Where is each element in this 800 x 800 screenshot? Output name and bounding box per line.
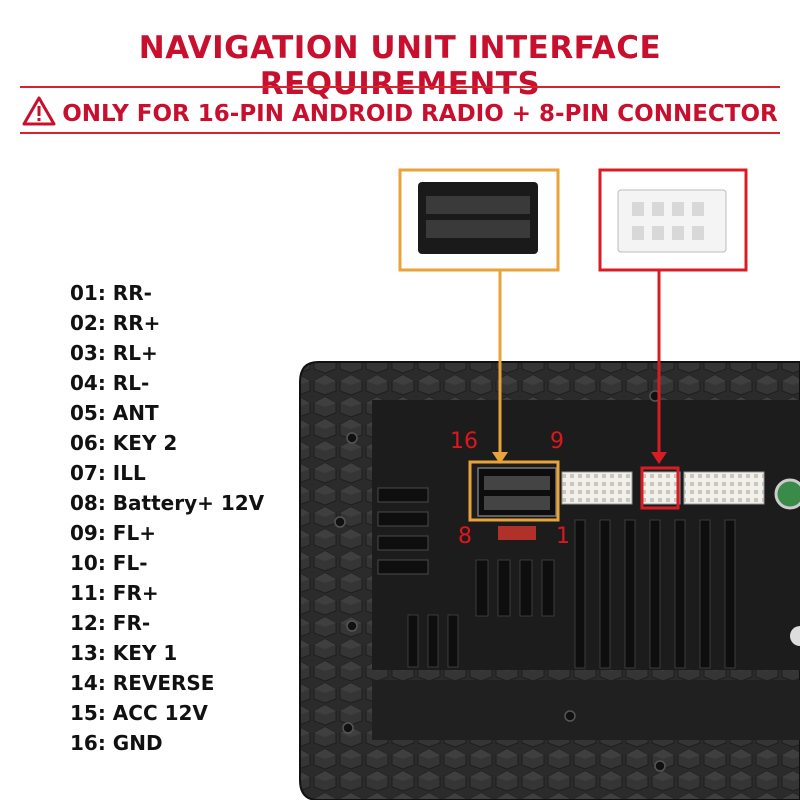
green-port: [774, 478, 800, 510]
pin-item: 08: Battery+ 12V: [70, 491, 265, 515]
pin-item: 01: RR-: [70, 281, 152, 305]
callout-16pin: [398, 168, 560, 522]
pin-item: 04: RL-: [70, 371, 150, 395]
pin-item: 07: ILL: [70, 461, 146, 485]
connector-label-8: 8: [458, 524, 472, 549]
connector-label-1: 1: [556, 524, 570, 549]
white-socket-row: [561, 471, 765, 505]
screw-holes: [334, 390, 666, 772]
pin-item: 15: ACC 12V: [70, 701, 208, 725]
vent-slots-bottom: [407, 519, 736, 669]
radio-16pin-socket: [477, 467, 557, 540]
pin-item: 14: REVERSE: [70, 671, 215, 695]
pin-item: 05: ANT: [70, 401, 159, 425]
vent-slots-left: [377, 487, 429, 575]
subtitle-text: ONLY FOR 16-PIN ANDROID RADIO + 8-PIN CO…: [62, 101, 778, 127]
pin-item: 02: RR+: [70, 311, 161, 335]
title-divider-bottom: [20, 132, 780, 134]
pin-item: 10: FL-: [70, 551, 148, 575]
page-title: NAVIGATION UNIT INTERFACE REQUIREMENTS: [138, 30, 662, 102]
pin-item: 09: FL+: [70, 521, 156, 545]
connector-label-9: 9: [550, 429, 564, 454]
callout-8pin: [598, 168, 748, 510]
pin-item: 16: GND: [70, 731, 163, 755]
pin-list: 01: RR- 02: RR+ 03: RL+ 04: RL- 05: ANT …: [70, 278, 264, 758]
pin-item: 03: RL+: [70, 341, 158, 365]
round-port: [790, 626, 800, 646]
warning-triangle-icon: [22, 96, 56, 132]
pin-item: 12: FR-: [70, 611, 151, 635]
pin-item: 13: KEY 1: [70, 641, 178, 665]
subtitle: ONLY FOR 16-PIN ANDROID RADIO + 8-PIN CO…: [0, 96, 800, 132]
pin-item: 11: FR+: [70, 581, 159, 605]
title-divider-top: [20, 86, 780, 88]
connector-label-16: 16: [450, 429, 478, 454]
pin-item: 06: KEY 2: [70, 431, 178, 455]
